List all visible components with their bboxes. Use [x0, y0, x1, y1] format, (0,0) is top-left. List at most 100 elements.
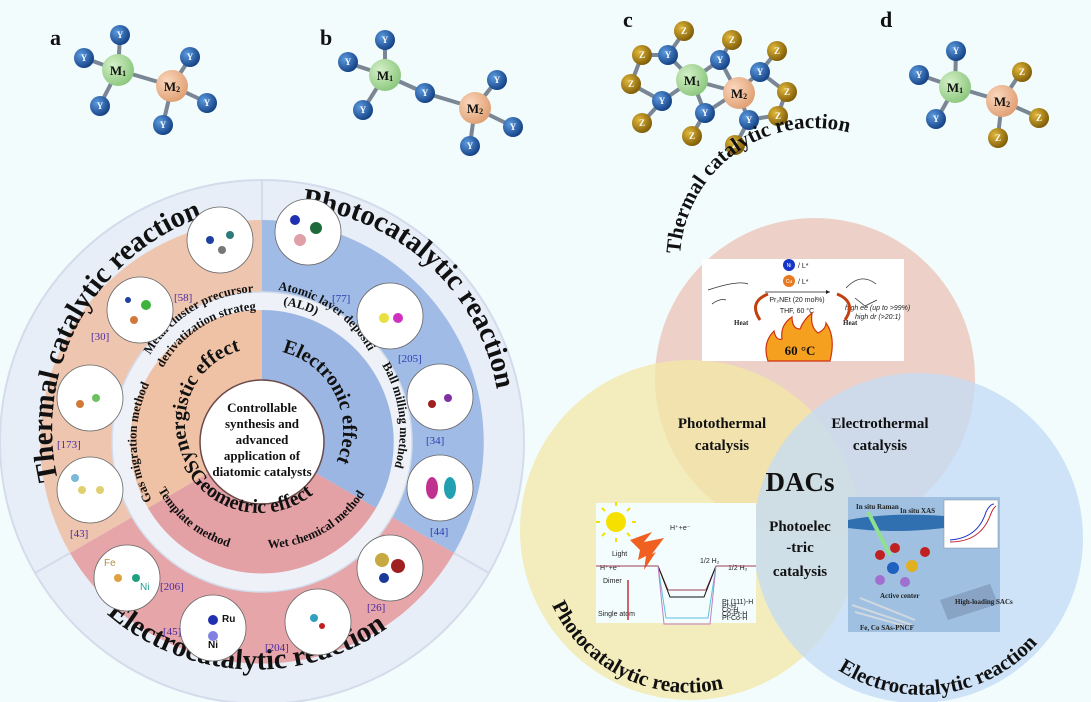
svg-text:Y: Y: [702, 108, 709, 118]
structure-34: [406, 363, 474, 431]
svg-text:THF, 60 °C: THF, 60 °C: [780, 307, 814, 315]
svg-text:Y: Y: [494, 75, 501, 85]
svg-text:Y: Y: [757, 67, 764, 77]
svg-text:[205]: [205]: [398, 353, 422, 365]
svg-text:Z: Z: [628, 79, 634, 89]
svg-text:Z: Z: [639, 118, 645, 128]
svg-text:Z: Z: [681, 26, 687, 36]
svg-text:M1: M1: [377, 68, 393, 83]
svg-text:Y: Y: [467, 141, 474, 151]
svg-text:Controllable: Controllable: [227, 400, 297, 415]
svg-text:[45]: [45]: [163, 626, 181, 638]
svg-text:M1: M1: [684, 73, 700, 88]
svg-text:Z: Z: [1019, 67, 1025, 77]
svg-text:Active center: Active center: [880, 592, 919, 600]
svg-text:Light: Light: [612, 551, 627, 558]
structure-30: [106, 276, 174, 344]
svg-text:high ee (up to >99%): high ee (up to >99%): [845, 305, 910, 312]
svg-text:Y: Y: [746, 115, 753, 125]
svg-text:/ L*: / L*: [798, 263, 809, 270]
svg-text:Pt-H: Pt-H: [722, 603, 736, 610]
svg-text:Y: Y: [81, 53, 88, 63]
svg-text:Pt-Co-H: Pt-Co-H: [722, 615, 747, 622]
svg-text:M2: M2: [994, 94, 1010, 109]
svg-text:Z: Z: [689, 131, 695, 141]
svg-text:synthesis and: synthesis and: [225, 416, 300, 431]
svg-text:Y: Y: [117, 30, 124, 40]
thumbnail-atoms: [71, 215, 456, 641]
svg-text:Y: Y: [953, 46, 960, 56]
svg-text:Y: Y: [360, 105, 367, 115]
svg-text:H⁺+e⁻: H⁺+e⁻: [600, 565, 621, 572]
svg-text:Y: Y: [160, 120, 167, 130]
svg-text:Y: Y: [345, 57, 352, 67]
svg-text:Heat: Heat: [734, 319, 749, 327]
structure-204: [284, 588, 352, 656]
svg-text:Single atom: Single atom: [598, 611, 635, 618]
svg-text:1/2 H₂: 1/2 H₂: [728, 565, 748, 572]
svg-text:Y: Y: [510, 122, 517, 132]
svg-text:[34]: [34]: [426, 435, 444, 447]
svg-text:High-loading SACs: High-loading SACs: [955, 598, 1013, 606]
metal2-atom-b: [459, 92, 491, 124]
synthesis-wheel: Thermal catalytic reaction Photocatalyti…: [0, 0, 525, 702]
svg-text:60 °C: 60 °C: [785, 343, 816, 358]
svg-text:Y: Y: [187, 52, 194, 62]
reference-labels: [58] [30] [173] [43] [77] [205] [34] [44…: [57, 292, 448, 654]
metal2-label-a: M2: [164, 79, 180, 94]
overlap-photoelectric-1: Photoelec: [769, 519, 831, 535]
svg-text:[44]: [44]: [430, 526, 448, 538]
panel-label-d: d: [880, 7, 892, 32]
photo-legend: Pt (111)-H Pt-H Co-H Co-Pt-H Pt-Co-H: [722, 599, 753, 622]
svg-text:M2: M2: [731, 86, 747, 101]
structure-173: [56, 364, 124, 432]
metal2-atom-d: [986, 85, 1018, 117]
svg-text:[43]: [43]: [70, 528, 88, 540]
metal1-atom-c: [676, 64, 708, 96]
atom-element-labels: Fe Ni Ru Ni: [104, 558, 235, 651]
overlap-electrothermal-2: catalysis: [853, 438, 907, 454]
metal1-label-a: M1: [110, 63, 126, 78]
sun-icon: [606, 512, 626, 532]
svg-text:Y: Y: [422, 88, 429, 98]
svg-text:Heat: Heat: [843, 319, 858, 327]
svg-text:Fe: Fe: [104, 558, 116, 569]
structure-45: [179, 594, 247, 662]
svg-text:H⁺+e⁻: H⁺+e⁻: [670, 525, 691, 532]
svg-text:Ni: Ni: [787, 263, 792, 269]
metal1-atom-d: [939, 71, 971, 103]
svg-text:Y: Y: [717, 55, 724, 65]
svg-text:Co-Pt-H: Co-Pt-H: [722, 611, 747, 618]
svg-text:Ni: Ni: [140, 582, 149, 593]
svg-text:[204]: [204]: [265, 642, 289, 654]
svg-text:[30]: [30]: [91, 331, 109, 343]
effect-geometric-sector: [148, 442, 376, 574]
svg-text:/ L*: / L*: [798, 279, 809, 286]
svg-text:Z: Z: [732, 140, 738, 150]
svg-text:Ni: Ni: [208, 640, 218, 651]
flame-icon: [765, 311, 833, 362]
structure-77: [274, 198, 342, 266]
svg-text:[58]: [58]: [174, 292, 192, 304]
electro-mechanism-inset: In situ Raman In situ XAS Active center …: [848, 497, 1013, 632]
svg-text:In situ Raman: In situ Raman: [856, 503, 899, 511]
svg-text:Y: Y: [933, 114, 940, 124]
svg-text:M1: M1: [947, 80, 963, 95]
svg-text:Ru: Ru: [222, 614, 235, 625]
svg-text:high dr (>20:1): high dr (>20:1): [855, 314, 901, 321]
lightning-icon: [630, 532, 664, 570]
svg-text:Z: Z: [639, 50, 645, 60]
svg-text:Z: Z: [995, 133, 1001, 143]
center-circle: [199, 379, 325, 505]
structure-58: [186, 206, 254, 274]
ligand-atoms-b: Y Y Y Y Y Y Y: [338, 30, 523, 156]
svg-text:Y: Y: [382, 35, 389, 45]
svg-text:[173]: [173]: [57, 439, 81, 451]
panel-d: d Y Y Y Z Z Z M1 M2: [880, 7, 1049, 148]
svg-text:Y: Y: [916, 70, 923, 80]
structure-205: [356, 282, 424, 350]
lsv-plot: [943, 499, 999, 549]
svg-text:application of: application of: [224, 448, 301, 463]
structure-thumbnails: [56, 198, 474, 662]
